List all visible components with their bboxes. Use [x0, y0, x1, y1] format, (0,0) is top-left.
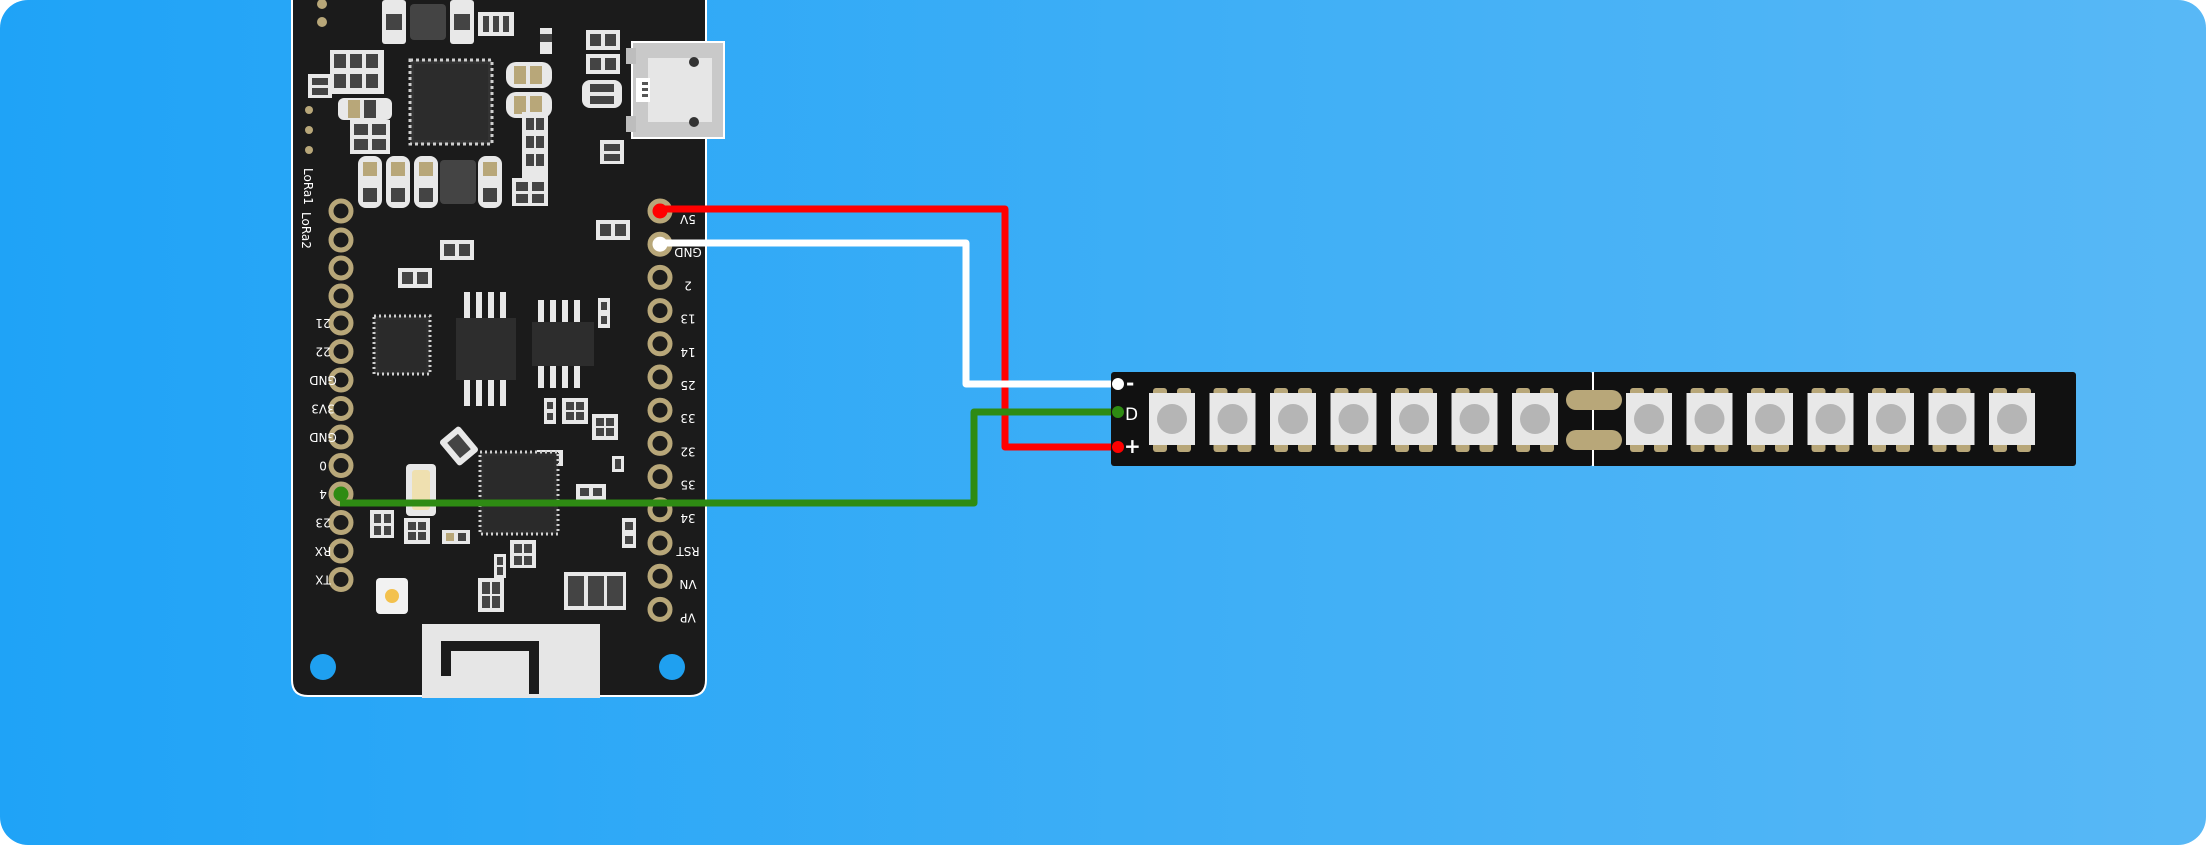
right-pin-label: GND	[674, 245, 702, 259]
ws2812-led	[1928, 388, 1975, 452]
left-pin-label: 23	[315, 516, 330, 530]
left-pin-tx	[328, 567, 354, 592]
left-pin-rx	[328, 538, 354, 564]
right-pin-2	[647, 264, 673, 290]
soic-chip-1	[456, 292, 516, 406]
left-pin-label: 0	[319, 459, 327, 473]
right-pin-14	[647, 331, 673, 357]
ws2812-led	[1391, 388, 1437, 452]
right-pin-vp	[647, 596, 673, 622]
left-pin-22	[328, 339, 354, 364]
left-pin-unlabeled	[328, 283, 354, 309]
mounting-hole-right	[659, 654, 685, 680]
qfn-chip-lower	[478, 450, 560, 536]
left-pin-label: RX	[315, 544, 332, 558]
ws2812-led	[1686, 388, 1733, 452]
ws2812-led	[1149, 388, 1195, 452]
strip-label-data: D	[1125, 405, 1138, 425]
strip-pad-minus	[1112, 378, 1124, 390]
left-pin-gnd	[328, 367, 354, 393]
antenna-label-lora2: LoRa2	[299, 212, 313, 249]
right-pin-label: 13	[680, 312, 695, 326]
wifi-antenna-module	[422, 624, 600, 698]
gnd-wire	[660, 239, 1118, 388]
right-pin-label: 32	[680, 444, 695, 458]
mounting-hole-left	[310, 654, 336, 680]
usb-connector	[626, 41, 725, 139]
left-pin-label: TX	[315, 573, 332, 587]
left-pin-label: 3V3	[311, 402, 334, 416]
left-pin-gnd	[328, 424, 354, 450]
right-pin-35	[647, 464, 673, 490]
right-pin-33	[647, 397, 673, 423]
left-pin-unlabeled	[328, 198, 354, 224]
soic-chip-2	[532, 300, 594, 388]
right-pin-label: 34	[680, 511, 695, 525]
strip-label-minus: -	[1126, 371, 1134, 395]
right-pin-label: 25	[680, 378, 695, 392]
right-pin-label: RST	[676, 544, 700, 558]
smd-components-middle	[398, 220, 630, 328]
right-pin-32	[647, 430, 673, 456]
strip-joint-pad-bottom	[1566, 430, 1622, 450]
ws2812-led	[1747, 388, 1793, 452]
ws2812-led	[1626, 388, 1672, 452]
right-pin-label: 2	[684, 278, 692, 292]
left-pin-label: 22	[315, 345, 330, 359]
ws2812-led	[1209, 388, 1256, 452]
right-pin-label: VP	[680, 610, 695, 624]
left-pin-21	[328, 310, 354, 336]
smd-components-top	[308, 0, 624, 206]
strip-pad-plus	[1112, 441, 1124, 453]
right-pin-label: 35	[680, 478, 695, 492]
status-led	[376, 578, 408, 614]
ws2812-led	[1868, 388, 1914, 452]
left-pin-unlabeled	[328, 255, 354, 281]
right-pin-vn	[647, 563, 673, 589]
left-pin-23	[328, 510, 354, 535]
mcu-chip-top	[408, 58, 494, 146]
right-pin-label: 5V	[679, 212, 696, 226]
left-pin-3v3	[328, 396, 354, 421]
left-pin-0	[328, 453, 354, 478]
led-strip: - D +	[1111, 371, 2076, 466]
ws2812-led	[1512, 388, 1558, 452]
ws2812-led	[1451, 388, 1498, 452]
right-pin-label: VN	[679, 577, 696, 591]
ws2812-led	[1270, 388, 1316, 452]
ws2812-led	[1330, 388, 1377, 452]
strip-joint-pad-top	[1566, 390, 1622, 410]
left-pin-label: 21	[315, 316, 330, 330]
left-pin-label: 4	[319, 487, 327, 501]
capacitor-row	[358, 156, 502, 208]
data-wire	[340, 408, 1118, 507]
strip-label-plus: +	[1124, 434, 1141, 458]
ws2812-led	[1989, 388, 2035, 452]
led-chips	[1149, 388, 2035, 452]
wires	[340, 205, 1118, 507]
antenna-label-lora1: LoRa1	[301, 168, 315, 205]
right-pin-25	[647, 364, 673, 390]
esp32-lora-board: LoRa1 LoRa2	[291, 0, 725, 698]
right-pin-rst	[647, 530, 673, 556]
top-edge-holes	[317, 0, 327, 27]
left-pin-unlabeled	[328, 227, 354, 253]
right-pin-13	[647, 298, 673, 324]
right-pin-label: 33	[680, 411, 695, 425]
ws2812-led	[1807, 388, 1854, 452]
strip-pad-data	[1112, 406, 1124, 418]
left-pin-label: GND	[309, 430, 337, 444]
left-pin-label: GND	[309, 373, 337, 387]
5v-wire	[660, 205, 1118, 451]
qfn-chip	[372, 314, 432, 376]
antenna-pads	[305, 106, 313, 154]
right-pin-label: 14	[680, 345, 695, 359]
